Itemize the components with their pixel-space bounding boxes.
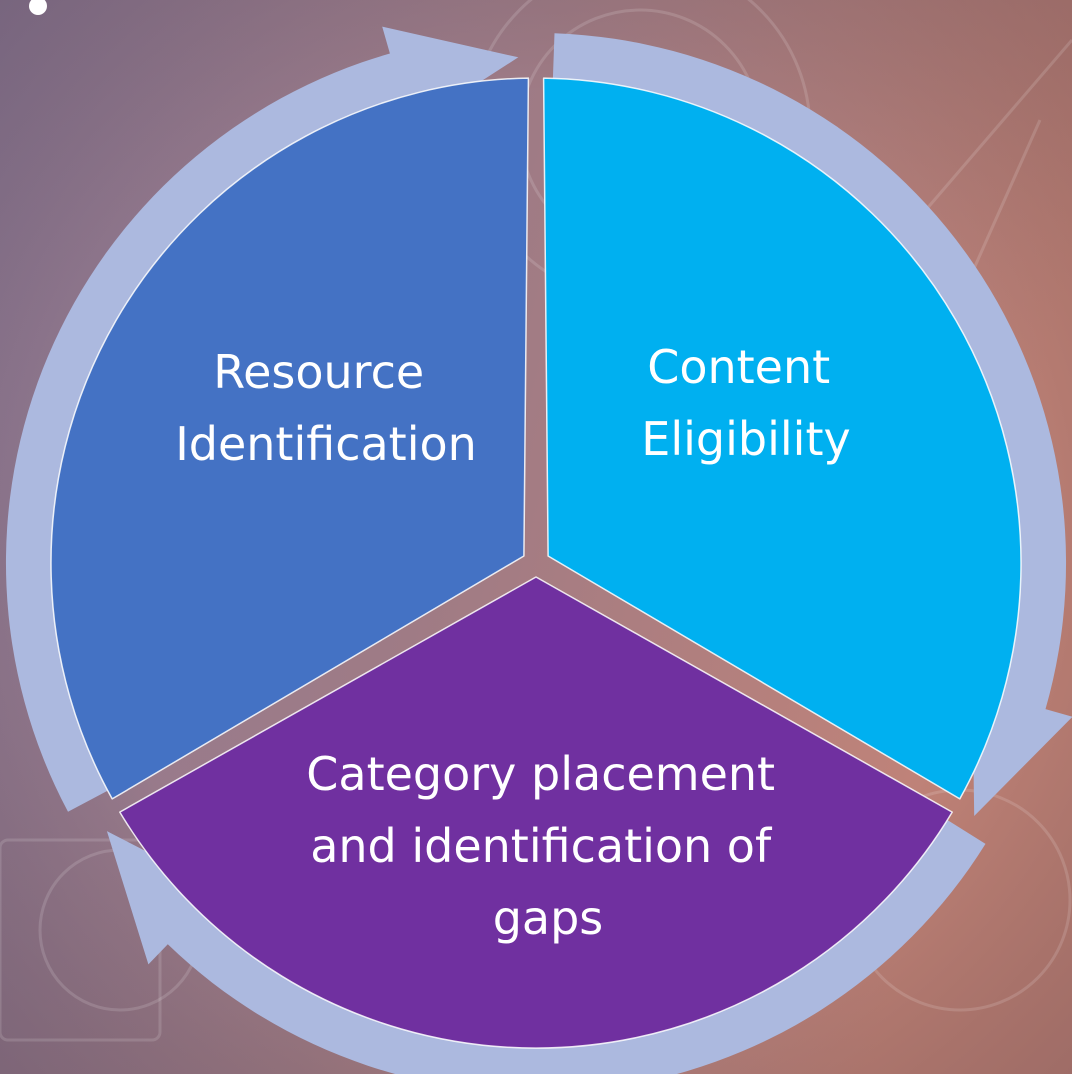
cycle-arrow-to-category-placement — [552, 33, 1072, 816]
bullet-dot — [29, 0, 47, 15]
segment-label-line: gaps — [493, 891, 604, 945]
segment-label-line: Identification — [175, 417, 477, 471]
segment-label-line: Eligibility — [641, 412, 850, 466]
segment-label-line: Content — [647, 340, 830, 394]
segment-label-category-placement: Category placement and identification of… — [306, 747, 789, 945]
segment-label-line: Category placement — [306, 747, 775, 801]
segment-label-line: Resource — [213, 345, 424, 399]
segment-content-eligibility — [542, 77, 1022, 800]
segment-label-line: and identification of — [310, 819, 773, 873]
arrow-ring — [5, 26, 1072, 1074]
segment-label-resource-identification: Resource Identification — [175, 345, 477, 471]
segment-category-placement — [119, 576, 953, 1049]
cycle-arrow-to-content-eligibility — [5, 26, 519, 812]
segment-resource-identification — [50, 77, 530, 800]
cycle-arrow-to-resource-identification — [106, 818, 986, 1074]
segment-label-content-eligibility: Content Eligibility — [641, 340, 850, 466]
segments — [50, 77, 1022, 1049]
